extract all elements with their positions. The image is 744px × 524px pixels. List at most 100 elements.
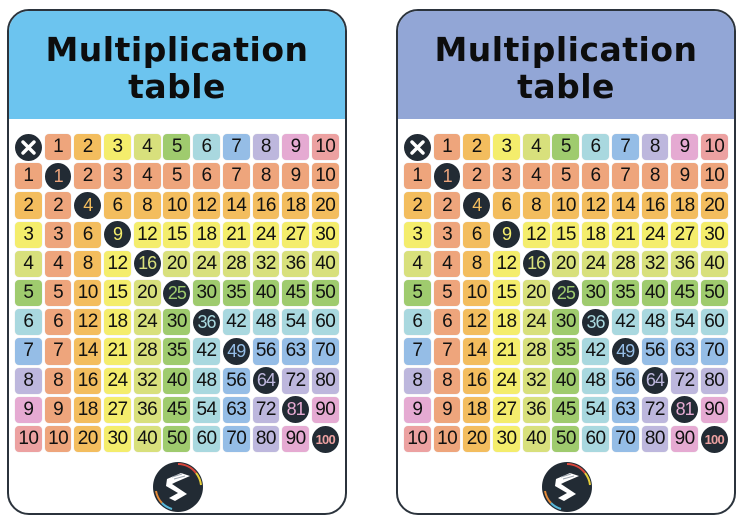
product-cell: 9 [44, 396, 72, 423]
row-header-cell: 5 [15, 279, 42, 307]
product-cell: 48 [582, 367, 609, 394]
product-cell: 56 [611, 367, 639, 394]
product-cell: 35 [552, 338, 580, 365]
square-cell: 4 [463, 192, 491, 220]
square-cell: 36 [582, 308, 609, 336]
square-value: 9 [493, 221, 520, 249]
square-cell: 16 [133, 250, 161, 278]
product-cell: 8 [522, 192, 550, 219]
product-cell: 35 [163, 338, 191, 365]
product-cell: 18 [463, 396, 491, 423]
square-value: 81 [282, 396, 309, 424]
product-cell: 30 [311, 221, 339, 248]
product-cell: 60 [582, 425, 609, 453]
product-cell: 14 [611, 192, 639, 219]
product-cell: 15 [552, 221, 580, 248]
product-cell: 40 [133, 425, 161, 453]
product-cell: 8 [433, 367, 461, 394]
product-cell: 12 [463, 309, 491, 336]
product-cell: 16 [74, 367, 102, 394]
product-cell: 70 [700, 338, 728, 365]
product-cell: 4 [522, 163, 550, 190]
product-cell: 30 [493, 425, 520, 453]
title-line-2: table [517, 67, 615, 106]
square-value: 49 [611, 337, 639, 365]
product-cell: 80 [252, 425, 280, 453]
row-header-cell: 6 [15, 309, 42, 336]
product-cell: 40 [522, 425, 550, 453]
s-logo-icon [153, 462, 203, 512]
product-cell: 63 [671, 338, 698, 365]
product-cell: 12 [104, 250, 131, 278]
product-cell: 18 [582, 221, 609, 248]
product-cell: 63 [282, 338, 309, 365]
product-cell: 10 [163, 192, 191, 219]
product-cell: 90 [311, 396, 339, 423]
product-cell: 14 [74, 338, 102, 365]
title-line-1: Multiplication [434, 30, 698, 69]
product-cell: 50 [552, 425, 580, 453]
product-cell: 80 [641, 425, 669, 453]
square-value: 100 [311, 425, 339, 453]
square-value: 100 [700, 425, 728, 453]
product-cell: 56 [641, 338, 669, 365]
header-cell: 1 [44, 134, 72, 161]
product-cell: 18 [104, 309, 131, 336]
product-cell: 42 [611, 309, 639, 336]
header-cell: 3 [104, 134, 131, 161]
product-cell: 70 [611, 425, 639, 453]
header-cell: 6 [193, 134, 220, 161]
product-cell: 30 [582, 279, 609, 307]
row-header-cell: 9 [404, 396, 431, 423]
product-cell: 4 [433, 250, 461, 278]
product-cell: 8 [252, 163, 280, 190]
product-cell: 24 [133, 309, 161, 336]
s-logo-icon [542, 462, 592, 512]
row-header-cell: 10 [15, 425, 42, 453]
product-cell: 42 [582, 338, 609, 365]
product-cell: 50 [700, 279, 728, 307]
square-cell: 81 [282, 396, 309, 424]
product-cell: 20 [700, 192, 728, 219]
square-cell: 25 [552, 279, 580, 307]
product-cell: 3 [493, 163, 520, 190]
multiply-icon [404, 133, 431, 161]
product-cell: 9 [433, 396, 461, 423]
square-cell: 64 [641, 367, 669, 395]
header-cell: 8 [252, 134, 280, 161]
product-cell: 48 [641, 309, 669, 336]
product-cell: 54 [282, 309, 309, 336]
corner-cell [15, 133, 42, 161]
product-cell: 63 [611, 396, 639, 423]
product-cell: 9 [282, 163, 309, 190]
product-cell: 72 [671, 367, 698, 394]
square-value: 64 [252, 367, 280, 395]
product-cell: 20 [163, 250, 191, 278]
product-cell: 4 [44, 250, 72, 278]
product-cell: 10 [311, 163, 339, 190]
product-cell: 18 [493, 309, 520, 336]
product-cell: 12 [74, 309, 102, 336]
product-cell: 5 [552, 163, 580, 190]
product-cell: 5 [44, 279, 72, 307]
multiply-icon [15, 133, 42, 161]
product-cell: 30 [552, 309, 580, 336]
product-cell: 42 [193, 338, 220, 365]
row-header-cell: 8 [404, 367, 431, 394]
product-cell: 48 [193, 367, 220, 394]
product-cell: 8 [133, 192, 161, 219]
product-cell: 24 [641, 221, 669, 248]
product-cell: 72 [641, 396, 669, 423]
row-header-cell: 9 [15, 396, 42, 423]
product-cell: 40 [552, 367, 580, 394]
product-cell: 16 [641, 192, 669, 219]
product-cell: 6 [463, 221, 491, 248]
square-value: 4 [74, 192, 102, 220]
product-cell: 50 [163, 425, 191, 453]
row-header-cell: 2 [404, 192, 431, 219]
header-cell: 5 [163, 134, 191, 161]
title-line-2: table [128, 67, 226, 106]
product-cell: 56 [252, 338, 280, 365]
product-cell: 14 [222, 192, 250, 219]
